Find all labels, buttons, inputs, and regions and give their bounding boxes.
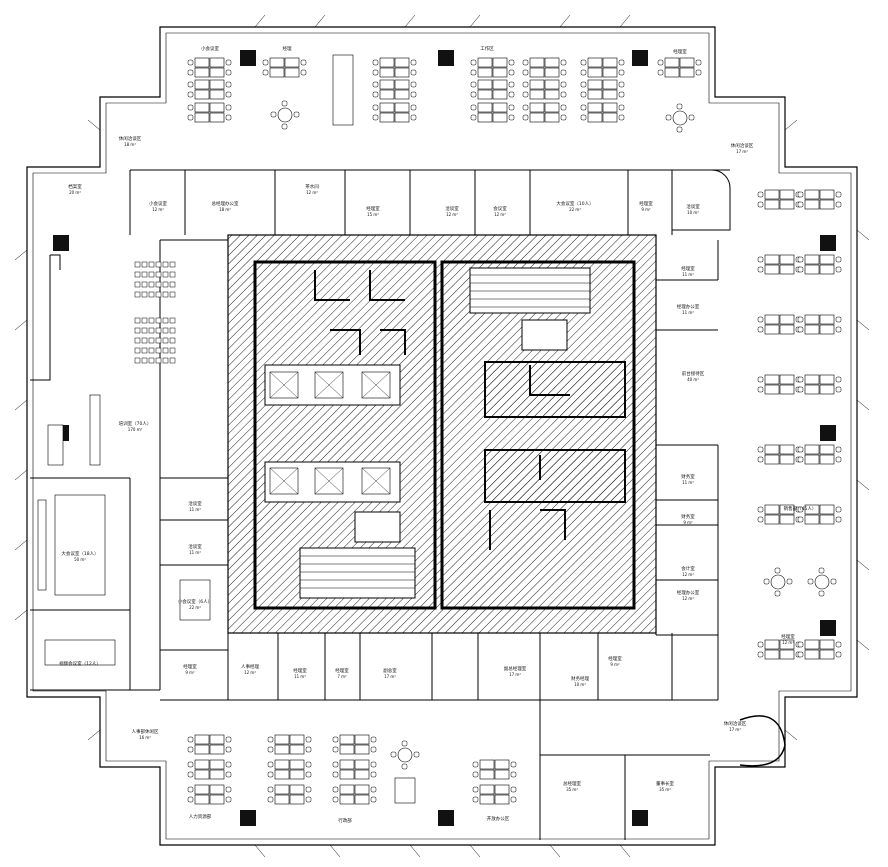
room-area: 16 m² [139, 735, 151, 740]
room-area: 18 m² [124, 142, 136, 147]
room-name: 会计室 [681, 565, 695, 572]
room-name: 开放办公区 [487, 815, 510, 822]
room-name: 人事经理 [241, 663, 259, 670]
room-area: 11 m² [682, 480, 694, 485]
room-name: 董事长室 [656, 780, 674, 787]
room-name: 前台接待区 [682, 370, 705, 377]
room-area: 9 m² [185, 670, 195, 675]
room-area: 9 m² [641, 207, 651, 212]
room-name: 总经理办公室 [212, 200, 239, 207]
room-name: 休闲洽谈区 [724, 720, 747, 727]
room-name: 副总经理室 [504, 665, 527, 672]
room-area: 20 m² [69, 190, 81, 195]
room-name: 休闲洽谈区 [731, 142, 754, 149]
lounge-sofa [739, 715, 786, 767]
room-name: 人力资源部 [189, 813, 212, 820]
room-area: 12 m² [782, 640, 794, 645]
room-area: 12 m² [494, 212, 506, 217]
room-name: 经理室 [639, 200, 653, 207]
room-name: 经理室 [335, 667, 349, 674]
room-area: 17 m² [384, 674, 396, 679]
room-name: 总经理室 [563, 780, 581, 787]
top-workstations [187, 54, 702, 133]
room-name: 档案室 [68, 183, 82, 190]
room-area: 11 m² [189, 507, 201, 512]
room-area: 35 m² [566, 787, 578, 792]
bottom-workstations [187, 734, 517, 805]
room-area: 35 m² [659, 787, 671, 792]
exterior-walls [26, 26, 858, 846]
room-name: 人事部休闲区 [132, 728, 159, 735]
room-area: 15 m² [367, 212, 379, 217]
room-name: 副总室 [383, 667, 397, 674]
room-name: 大会议室（10人） [556, 200, 593, 207]
room-name: 培训室（70人） [119, 420, 152, 427]
room-area: 12 m² [682, 572, 694, 577]
interior-partitions [30, 169, 731, 840]
room-name: 小会议室 [201, 45, 219, 52]
room-name: 经理室 [681, 265, 695, 272]
conference-tables [37, 494, 211, 666]
room-name: 经理办公室 [677, 589, 700, 596]
room-area: 9 m² [610, 662, 620, 667]
room-area: 11 m² [682, 272, 694, 277]
room-name: 经理室 [183, 663, 197, 670]
room-area: 12 m² [682, 596, 694, 601]
room-area: 12 m² [446, 212, 458, 217]
room-name: 洽谈室 [188, 543, 202, 550]
room-area: 18 m² [219, 207, 231, 212]
room-area: 10 m² [574, 682, 586, 687]
room-area: 12 m² [244, 670, 256, 675]
room-name: 经理室 [366, 205, 380, 212]
room-name: 视频会议室（12人） [59, 660, 101, 667]
room-area: 40 m² [687, 377, 699, 382]
room-name: 会议室 [493, 205, 507, 212]
room-name: 行政部 [338, 817, 352, 824]
room-name: 洽谈室 [445, 205, 459, 212]
room-area: 17 m² [736, 149, 748, 154]
room-area: 22 m² [569, 207, 581, 212]
room-name: 经理办公室 [677, 303, 700, 310]
room-name: 财务室 [681, 473, 695, 480]
room-name: 洽谈室 [188, 500, 202, 507]
training-seats [47, 261, 176, 466]
room-area: 7 m² [337, 674, 347, 679]
room-area: 22 m² [189, 605, 201, 610]
room-area: 17 m² [729, 727, 741, 732]
room-name: 销售部（45人） [784, 505, 817, 512]
room-area: 11 m² [189, 550, 201, 555]
room-name: 小会议室 [149, 200, 167, 207]
room-area: 17 m² [509, 672, 521, 677]
room-name: 财务经理 [571, 675, 589, 682]
room-name: 休闲洽谈区 [119, 135, 142, 142]
room-area: 11 m² [682, 310, 694, 315]
right-workstations [757, 189, 842, 660]
room-name: 经理室 [781, 633, 795, 640]
room-name: 小会议室（6人） [178, 598, 212, 605]
room-name: 经理 [283, 45, 292, 52]
room-name: 经理室 [608, 655, 622, 662]
room-name: 经理室 [293, 667, 307, 674]
room-area: 12 m² [306, 190, 318, 195]
room-name: 茶水间 [305, 183, 319, 190]
room-area: 170 m² [128, 427, 143, 432]
room-area: 9 m² [683, 520, 693, 525]
room-name: 经理室 [673, 48, 687, 55]
room-name: 财务室 [681, 513, 695, 520]
room-area: 50 m² [74, 557, 86, 562]
room-area: 10 m² [687, 210, 699, 215]
building-core [227, 234, 657, 634]
room-name: 大会议室（18人） [61, 550, 98, 557]
room-area: 12 m² [152, 207, 164, 212]
room-area: 11 m² [294, 674, 306, 679]
exterior-door-swings [14, 14, 870, 858]
room-name: 洽谈室 [686, 203, 700, 210]
room-name: 工作区 [480, 45, 494, 52]
